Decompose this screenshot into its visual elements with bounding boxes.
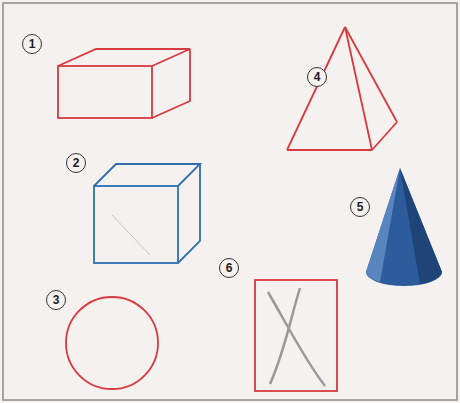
cone	[366, 168, 442, 286]
callout-number: 5	[357, 201, 364, 213]
cuboid	[58, 49, 190, 118]
callout-number: 4	[314, 71, 321, 83]
pyramid	[287, 27, 397, 150]
callout-circle: 2	[66, 153, 86, 173]
callout-circle: 6	[219, 258, 239, 278]
callout-circle: 5	[350, 197, 370, 217]
callout-number: 2	[73, 157, 80, 169]
panel-border	[3, 3, 457, 400]
callout-circle: 3	[46, 290, 66, 310]
callout-number: 6	[226, 262, 233, 274]
cube	[94, 164, 200, 263]
callout-circle: 4	[307, 67, 327, 87]
square	[255, 280, 337, 391]
callout-number: 3	[53, 294, 60, 306]
circle	[66, 297, 158, 389]
callout-number: 1	[29, 38, 36, 50]
callout-circle: 1	[22, 34, 42, 54]
